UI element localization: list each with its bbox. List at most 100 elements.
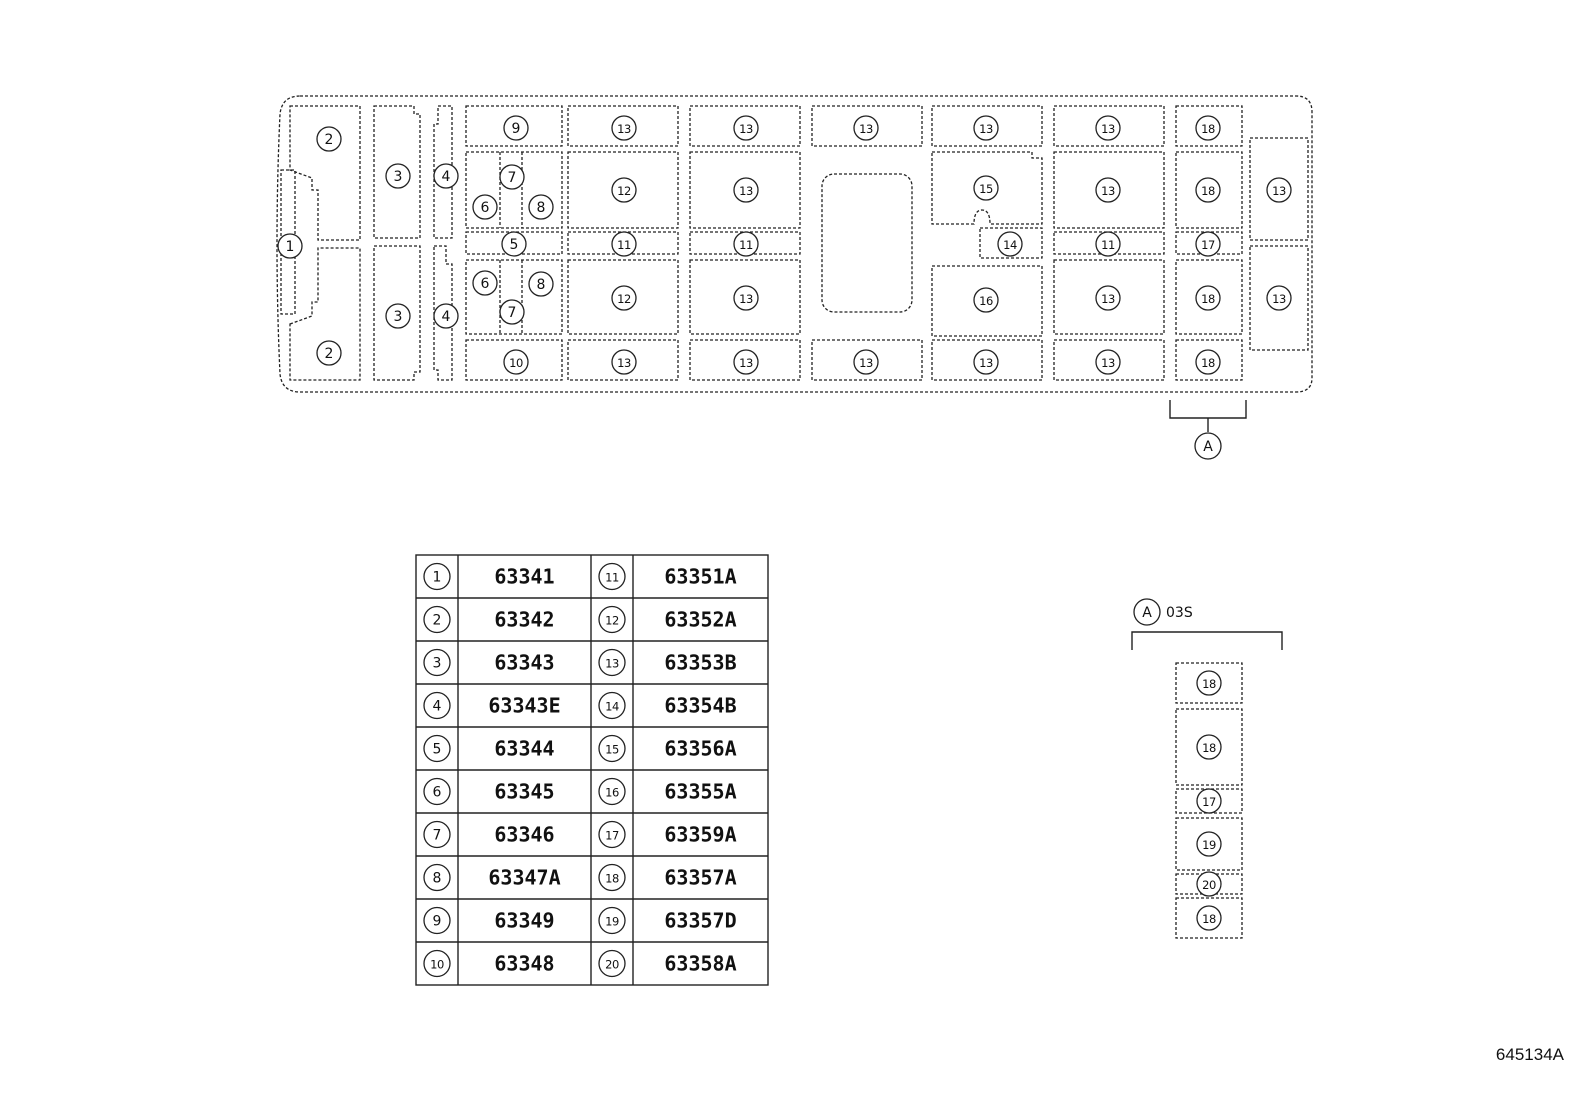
box-label-c8a: 13 (1266, 177, 1292, 203)
slot-c7-low (1175, 259, 1243, 335)
box-label-c7t: 18 (1195, 115, 1221, 141)
box-label-c3m: 13 (733, 177, 759, 203)
detail-slot-1 (1175, 708, 1243, 786)
legend-num-19: 19 (598, 906, 626, 935)
box-label-b8a: 8 (528, 194, 554, 220)
slot-c7-top (1175, 105, 1243, 147)
connector-4-top (433, 105, 453, 239)
legend-num-1-text: 1 (433, 570, 442, 586)
legend-num-6: 6 (423, 777, 451, 806)
legend-num-3: 3 (423, 648, 451, 677)
box-label-b7b: 7 (499, 299, 525, 325)
detail-slot-5 (1175, 897, 1243, 939)
callout-a-label: A (1203, 439, 1213, 455)
box-label-b6b-text: 6 (481, 276, 490, 292)
box-label-b9: 9 (503, 115, 529, 141)
detail-slot-label-2: 17 (1196, 788, 1222, 814)
box-label-b6a: 6 (472, 194, 498, 220)
legend-code-9: 63349 (494, 909, 554, 933)
slot-c6-mid (1053, 151, 1165, 229)
slot-c7-mid (1175, 151, 1243, 229)
box-label-b7a: 7 (499, 164, 525, 190)
legend-code-19: 63357D (664, 909, 736, 933)
box-label-b6a-text: 6 (481, 200, 490, 216)
detail-slot-label-1-text: 18 (1202, 741, 1216, 755)
box-label-b3b: 3 (385, 303, 411, 329)
legend-num-5: 5 (423, 734, 451, 763)
box-label-c3l: 13 (733, 285, 759, 311)
slot-c5-top (931, 105, 1043, 147)
slot-10 (465, 339, 563, 381)
connector-2-bottom (289, 247, 361, 381)
detail-slot-label-5-text: 18 (1202, 912, 1216, 926)
legend-code-18: 63357A (664, 866, 736, 890)
legend-num-15: 15 (598, 734, 626, 763)
connector-3-bottom (373, 245, 421, 381)
box-label-b5: 5 (501, 231, 527, 257)
detail-slot-3 (1175, 817, 1243, 871)
box-label-c4b: 13 (853, 349, 879, 375)
detail-slot-label-3-text: 19 (1202, 838, 1216, 852)
legend-code-4: 63343E (488, 694, 560, 718)
slot-c5-bottom (931, 339, 1043, 381)
box-label-c7m-text: 18 (1201, 184, 1215, 198)
slot-c6-top (1053, 105, 1165, 147)
detail-slot-label-4: 20 (1196, 871, 1222, 897)
box-label-c7m: 18 (1195, 177, 1221, 203)
box-label-c3b-text: 13 (739, 356, 753, 370)
box-label-c4b-text: 13 (859, 356, 873, 370)
box-label-c8b-text: 13 (1272, 292, 1286, 306)
box-label-c2l: 12 (611, 285, 637, 311)
box-label-c6t-text: 13 (1101, 122, 1115, 136)
legend-num-19-text: 19 (605, 915, 619, 929)
slot-c3-mid (689, 151, 801, 229)
legend-num-9-text: 9 (433, 914, 442, 930)
box-label-c3m-text: 13 (739, 184, 753, 198)
detail-slot-label-3: 19 (1196, 831, 1222, 857)
legend-code-1: 63341 (494, 565, 554, 589)
box-label-c2m-text: 12 (617, 184, 631, 198)
box-label-c5m: 15 (973, 175, 999, 201)
slot-c5-strip (979, 227, 1043, 259)
legend-code-11: 63351A (664, 565, 736, 589)
box-label-c7b-text: 18 (1201, 356, 1215, 370)
box-label-c2s: 11 (611, 231, 637, 257)
slot-7-bottom-stem (499, 260, 523, 334)
box-label-c6b-text: 13 (1101, 356, 1115, 370)
legend-num-12: 12 (598, 605, 626, 634)
box-label-c6t: 13 (1095, 115, 1121, 141)
box-label-c8b: 13 (1266, 285, 1292, 311)
legend-num-18: 18 (598, 863, 626, 892)
box-label-c5l: 16 (973, 287, 999, 313)
box-label-c5s: 14 (997, 231, 1023, 257)
legend-code-3: 63343 (494, 651, 554, 675)
detail-slot-label-0: 18 (1196, 670, 1222, 696)
box-label-c2m: 12 (611, 177, 637, 203)
box-label-c6l-text: 13 (1101, 292, 1115, 306)
slot-9 (465, 105, 563, 147)
legend-code-12: 63352A (664, 608, 736, 632)
box-label-b2b-text: 2 (325, 346, 334, 362)
box-label-c5l-text: 16 (979, 294, 993, 308)
box-label-c7l-text: 18 (1201, 292, 1215, 306)
box-label-c8a-text: 13 (1272, 184, 1286, 198)
box-label-c5s-text: 14 (1003, 238, 1017, 252)
box-label-b6b: 6 (472, 270, 498, 296)
legend-num-16: 16 (598, 777, 626, 806)
legend-code-17: 63359A (664, 823, 736, 847)
legend-code-16: 63355A (664, 780, 736, 804)
box-label-c7s-text: 17 (1201, 238, 1215, 252)
slot-6-7-8-top (465, 151, 563, 229)
legend-num-10: 10 (423, 949, 451, 978)
box-label-b8b-text: 8 (537, 277, 546, 293)
legend-num-20-text: 20 (605, 958, 619, 972)
slot-c6-low (1053, 259, 1165, 335)
legend-num-5-text: 5 (433, 742, 442, 758)
box-label-b8b: 8 (528, 271, 554, 297)
box-label-c7t-text: 18 (1201, 122, 1215, 136)
detail-slot-label-5: 18 (1196, 905, 1222, 931)
box-label-c6m-text: 13 (1101, 184, 1115, 198)
slot-c5-mid (931, 151, 1043, 225)
detail-a-variant: 03S (1166, 605, 1193, 621)
